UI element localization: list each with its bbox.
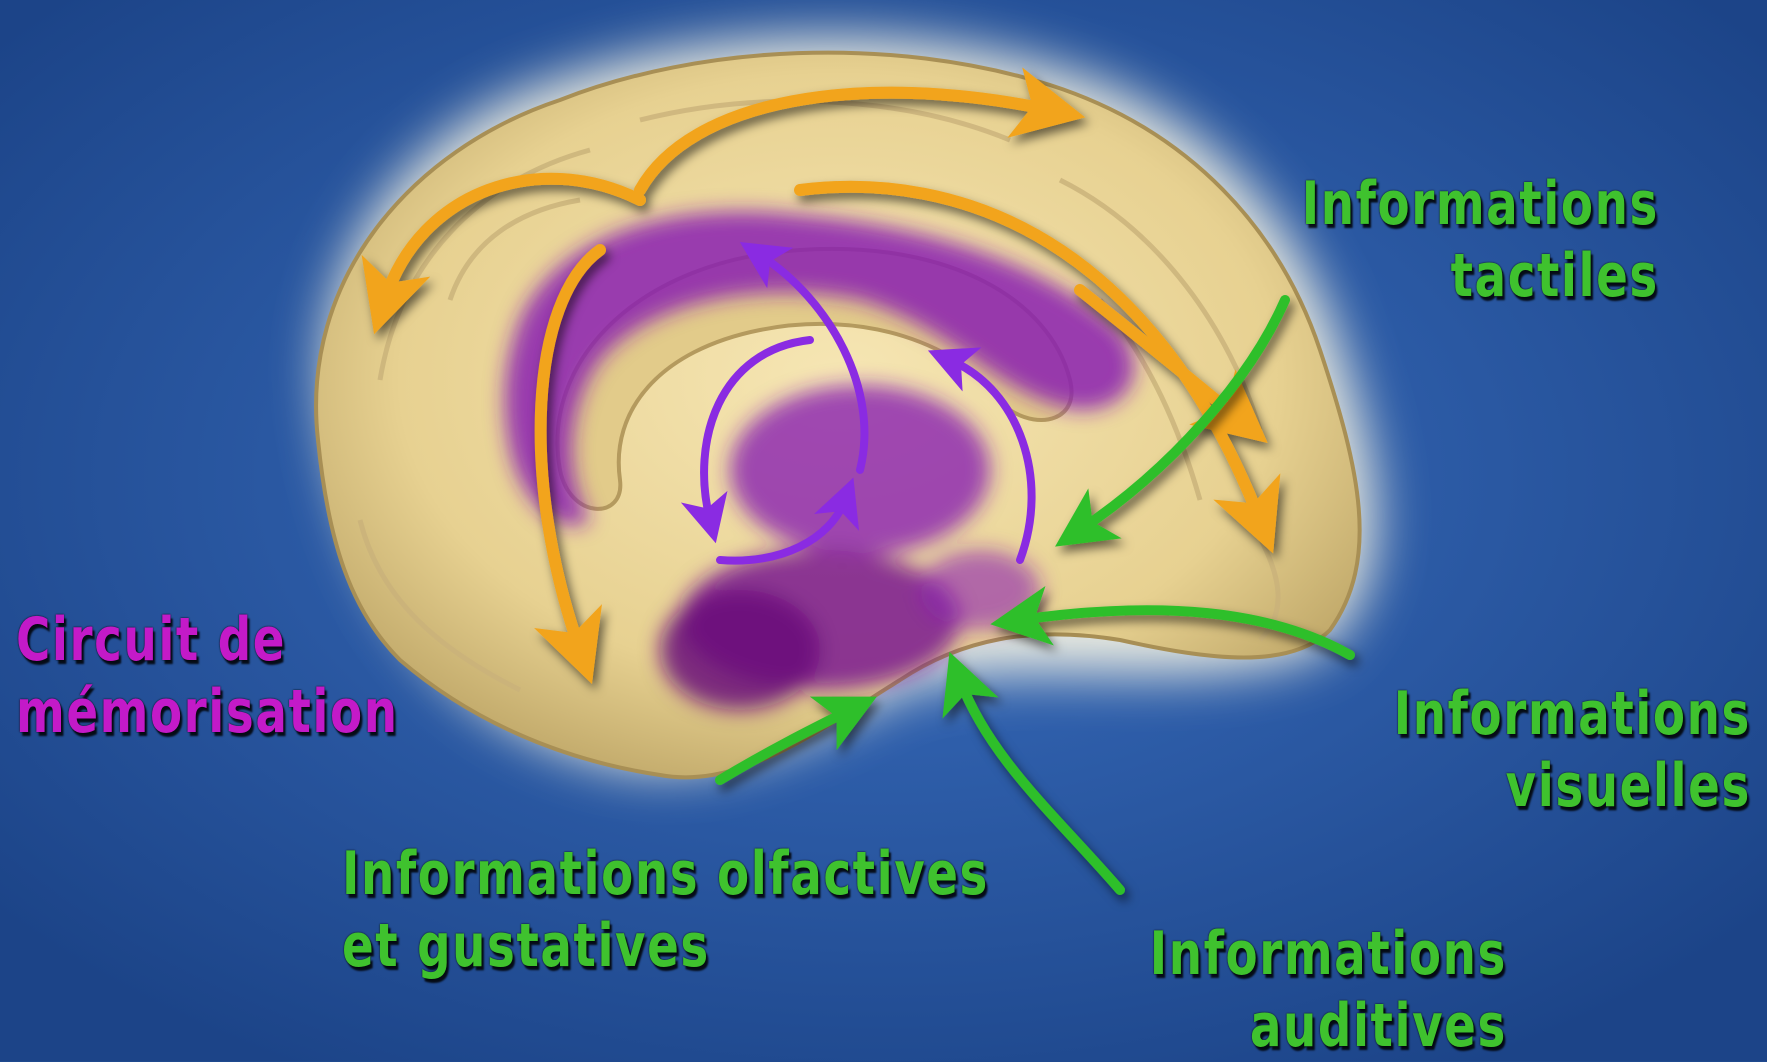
label-tactile-line1: Informations — [1302, 168, 1659, 240]
label-memory-line1: Circuit de — [16, 604, 399, 676]
label-visual: Informations visuelles — [1394, 678, 1751, 822]
label-olfactory-line2: et gustatives — [342, 910, 989, 982]
label-memory-line2: mémorisation — [16, 676, 399, 748]
label-memory-circuit: Circuit de mémorisation — [16, 604, 399, 748]
label-visual-line2: visuelles — [1394, 750, 1751, 822]
label-olfactory: Informations olfactives et gustatives — [342, 838, 989, 982]
label-visual-line1: Informations — [1394, 678, 1751, 750]
label-olfactory-line1: Informations olfactives — [342, 838, 989, 910]
label-auditory-line2: auditives — [1150, 990, 1507, 1062]
label-auditory: Informations auditives — [1150, 918, 1507, 1062]
label-auditory-line1: Informations — [1150, 918, 1507, 990]
label-tactile: Informations tactiles — [1302, 168, 1659, 312]
label-tactile-line2: tactiles — [1302, 240, 1659, 312]
